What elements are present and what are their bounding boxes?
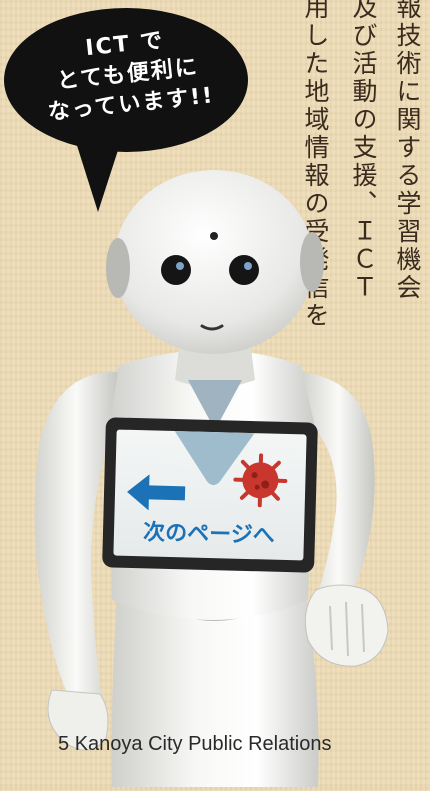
publication-name: Kanoya City Public Relations: [75, 733, 332, 755]
next-page-label[interactable]: 次のページへ: [114, 514, 305, 551]
left-arrow-icon[interactable]: [127, 474, 188, 512]
page-footer: 5 Kanoya City Public Relations: [58, 733, 331, 756]
page-number: 5: [58, 733, 69, 755]
chest-tablet[interactable]: 次のページへ: [102, 417, 318, 572]
virus-icon: [233, 453, 288, 508]
tablet-screen[interactable]: 次のページへ: [113, 430, 306, 561]
speech-bubble: ICT で とても便利に なっています!!: [2, 6, 250, 154]
